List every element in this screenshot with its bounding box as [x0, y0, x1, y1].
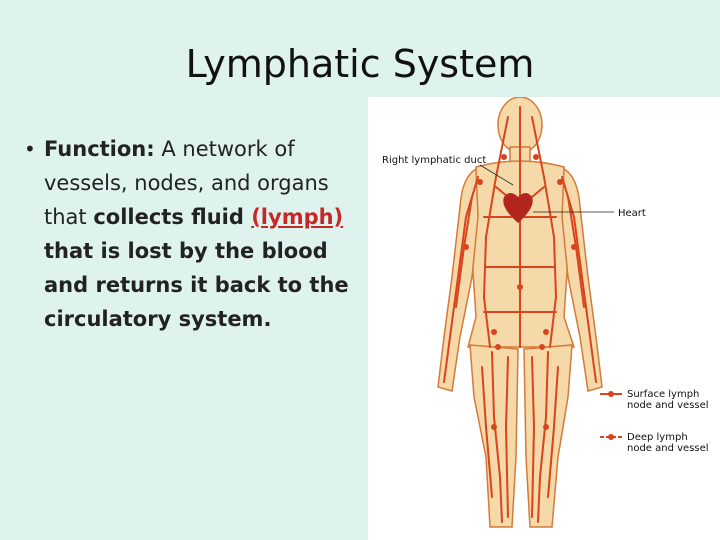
legend-deep-node [608, 434, 614, 440]
legend-deep-1: Deep lymph [627, 432, 688, 443]
slide-title: Lymphatic System [185, 42, 535, 86]
leader-lines [479, 164, 614, 213]
function-label: Function: [44, 137, 155, 161]
legend-surface-2: node and vessel [627, 400, 709, 411]
lymph-vessels [443, 106, 597, 523]
heart-shape [503, 193, 533, 223]
bullet-collects: collects fluid [93, 205, 252, 229]
legend-surface-node [608, 391, 614, 397]
bullet-text: • Function: A network of vessels, nodes,… [24, 132, 354, 336]
lymph-term: (lymph) [251, 205, 344, 229]
legend: Surface lymph node and vessel Deep lymph… [600, 389, 709, 454]
body-diagram: Right lymphatic duct Heart Surface lymph… [382, 97, 709, 528]
bullet-text-3: that is lost by the blood and returns it… [44, 239, 349, 331]
label-heart: Heart [618, 208, 646, 219]
legend-deep-2: node and vessel [627, 443, 709, 454]
lymphatic-figure: Right lymphatic duct Heart Surface lymph… [368, 97, 720, 540]
lymph-nodes [463, 154, 577, 430]
bullet-dot: • [24, 137, 36, 161]
legend-surface-1: Surface lymph [627, 389, 699, 400]
bullet-text-1: A network of vessels, nodes, and organs … [44, 137, 329, 229]
label-right-lymphatic-duct: Right lymphatic duct [382, 155, 486, 166]
